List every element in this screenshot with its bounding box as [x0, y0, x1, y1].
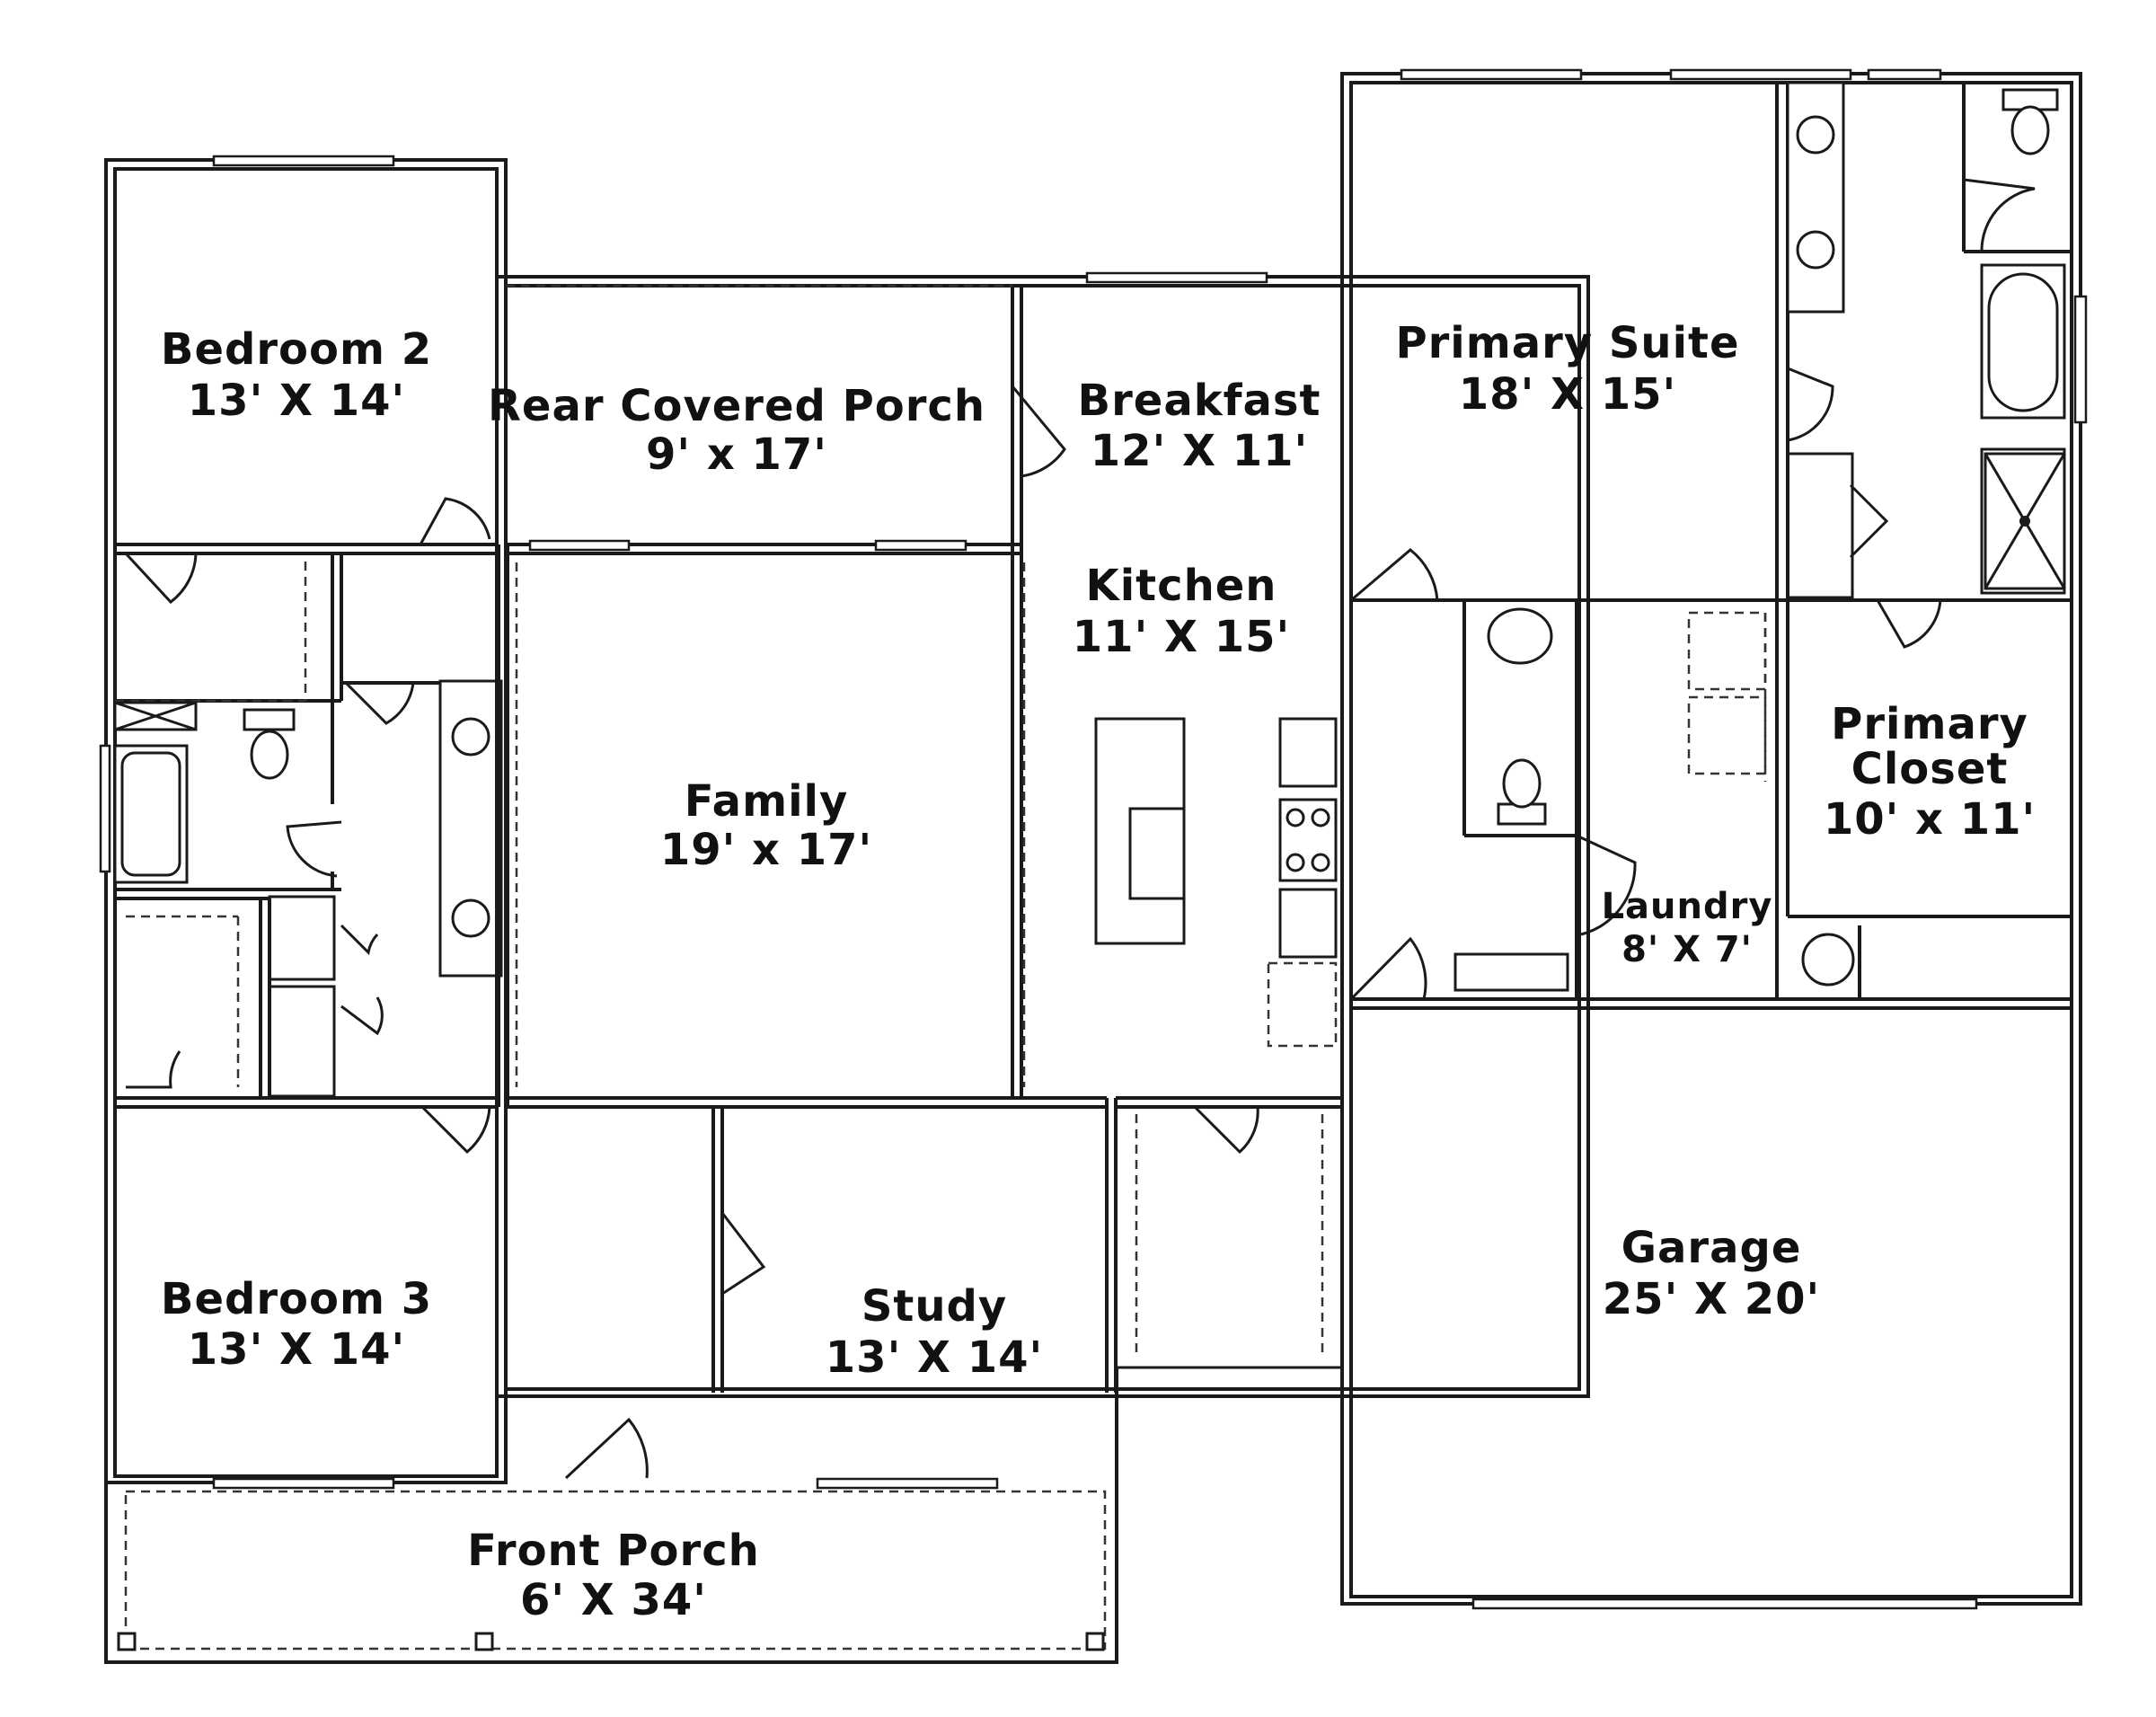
rear-porch-size: 9' x 17' — [646, 429, 827, 480]
counter — [1278, 717, 1338, 788]
windows — [99, 68, 2088, 1610]
family-name: Family — [685, 776, 849, 827]
primary-closet-name-2: Closet — [1851, 744, 2009, 794]
garage-name: Garage — [1621, 1223, 1802, 1273]
sink — [451, 898, 490, 938]
doors — [124, 178, 2036, 1480]
fixtures — [113, 81, 2066, 1651]
breakfast-size: 12' X 11' — [1091, 426, 1308, 476]
sink — [1796, 230, 1835, 270]
rear-porch-name: Rear Covered Porch — [488, 381, 985, 431]
study-name: Study — [862, 1281, 1007, 1332]
bedroom2-size: 13' X 14' — [188, 376, 405, 426]
room-labels: Bedroom 2 13' X 14' Rear Covered Porch 9… — [161, 318, 2036, 1625]
laundry-name: Laundry — [1602, 886, 1773, 927]
bedroom3-size: 13' X 14' — [188, 1324, 405, 1375]
primary-closet-size: 10' x 11' — [1824, 794, 2036, 845]
toilet — [243, 708, 296, 731]
sink — [451, 717, 490, 757]
breakfast-name: Breakfast — [1078, 376, 1321, 426]
study-size: 13' X 14' — [826, 1332, 1043, 1383]
family-size: 19' x 17' — [660, 825, 872, 875]
bedroom2-name: Bedroom 2 — [161, 324, 432, 375]
kitchen-name: Kitchen — [1086, 561, 1277, 611]
front-porch-size: 6' X 34' — [520, 1575, 707, 1625]
garage-size: 25' X 20' — [1603, 1274, 1820, 1324]
sink — [1487, 607, 1553, 665]
primary-suite-name: Primary Suite — [1395, 318, 1739, 368]
primary-suite-size: 18' X 15' — [1459, 369, 1676, 420]
bedroom3-name: Bedroom 3 — [161, 1274, 432, 1324]
dashed-lines — [115, 284, 1767, 1651]
water-heater — [1801, 933, 1855, 987]
sink — [1796, 115, 1835, 155]
laundry-size: 8' X 7' — [1621, 929, 1753, 970]
front-porch-name: Front Porch — [467, 1526, 760, 1576]
primary-closet-name-1: Primary — [1831, 699, 2028, 749]
exterior-walls — [104, 72, 2082, 1664]
kitchen-size: 11' X 15' — [1073, 612, 1290, 662]
